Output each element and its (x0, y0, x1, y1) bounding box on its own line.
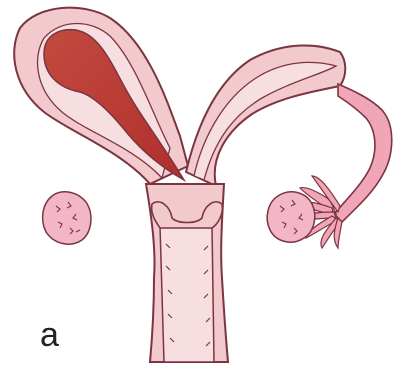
right-ovary (267, 192, 315, 242)
panel-label: a (40, 318, 59, 352)
left-ovary (43, 192, 91, 244)
fallopian-tube (334, 84, 392, 222)
